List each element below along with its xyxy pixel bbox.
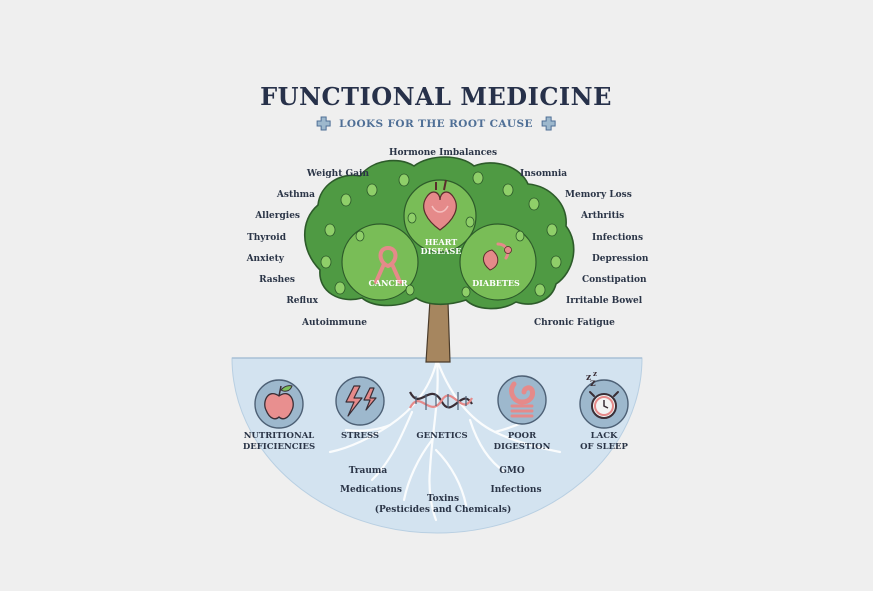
factor-label-toxins: Toxins (Pesticides and Chemicals) xyxy=(374,494,512,515)
symptom-label: Depression xyxy=(592,254,649,264)
blood-drop-icon xyxy=(483,242,512,271)
factor-label: Trauma xyxy=(348,466,388,476)
diabetes-label: DIABETES xyxy=(472,278,520,288)
cause-label-digestion: POOR DIGESTION xyxy=(493,431,551,452)
svg-text:z: z xyxy=(590,378,596,389)
symptom-label: Memory Loss xyxy=(565,190,632,200)
symptom-label: Weight Gain xyxy=(306,169,369,179)
page-title: FUNCTIONAL MEDICINE xyxy=(260,82,612,111)
symptom-label: Arthritis xyxy=(581,211,625,221)
symptom-label: Reflux xyxy=(286,296,318,306)
symptom-label: Allergies xyxy=(255,211,300,221)
symptom-label: Thyroid xyxy=(247,233,286,243)
factor-label: GMO xyxy=(499,466,525,476)
alarm-clock-icon xyxy=(589,391,619,419)
sleep-z-icon: z xyxy=(586,373,591,383)
heart-disease-label: HEART DISEASE xyxy=(420,237,462,256)
medical-cross-icon xyxy=(541,116,556,131)
factor-label: Infections xyxy=(490,485,542,495)
page-subtitle: LOOKS FOR THE ROOT CAUSE xyxy=(339,117,533,130)
symptom-label: Infections xyxy=(592,233,644,243)
symptom-label: Autoimmune xyxy=(302,318,367,328)
dna-icon xyxy=(409,391,473,410)
symptom-label: Anxiety xyxy=(246,254,284,264)
heart-icon xyxy=(423,179,457,231)
symptom-label: Irritable Bowel xyxy=(566,296,643,306)
medical-cross-icon xyxy=(316,116,331,131)
cause-label-nutritional: NUTRITIONAL DEFICIENCIES xyxy=(242,431,316,452)
cause-label-sleep: LACK OF SLEEP xyxy=(580,431,628,452)
symptom-label: Chronic Fatigue xyxy=(534,318,615,328)
symptom-label: Rashes xyxy=(259,275,295,285)
subtitle-row: LOOKS FOR THE ROOT CAUSE xyxy=(316,116,556,131)
apple-icon xyxy=(264,385,294,420)
symptom-label: Constipation xyxy=(582,275,647,285)
cancer-label: CANCER xyxy=(368,278,408,288)
stomach-icon xyxy=(509,381,535,418)
lightning-icon xyxy=(345,385,377,417)
symptom-label: Hormone Imbalances xyxy=(388,148,498,158)
svg-text:z: z xyxy=(593,369,597,378)
factor-label: Medications xyxy=(340,485,402,495)
symptom-label: Insomnia xyxy=(520,169,568,179)
ribbon-icon xyxy=(374,245,402,284)
cause-label-genetics: GENETICS xyxy=(416,431,468,441)
symptom-label: Asthma xyxy=(276,190,315,200)
cause-label-stress: STRESS xyxy=(340,431,380,441)
